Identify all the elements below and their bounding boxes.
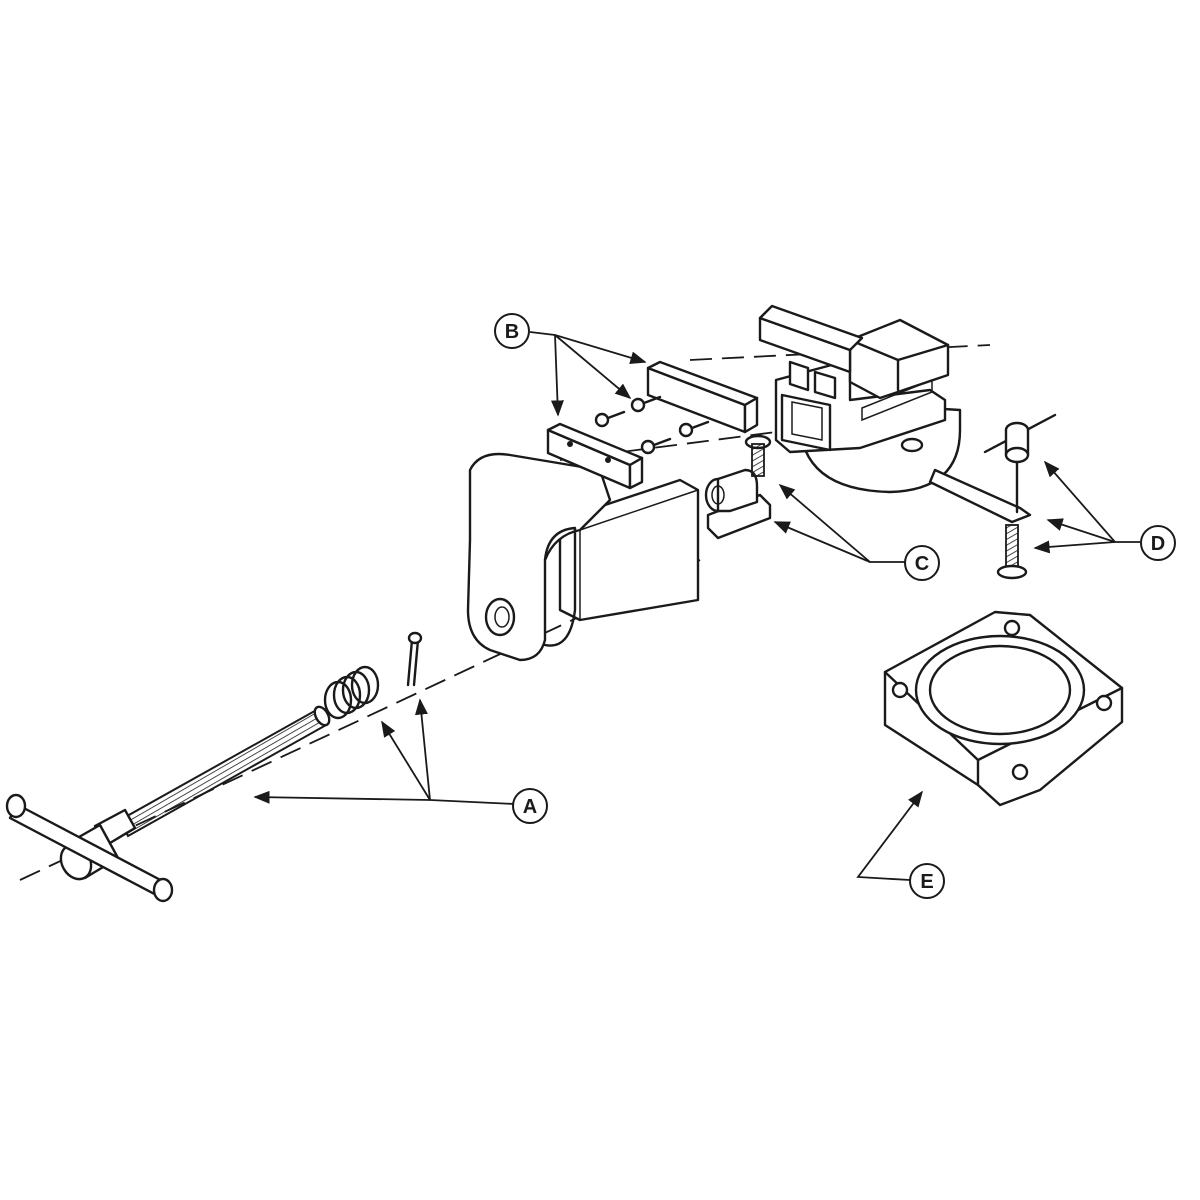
callout-B-label: B: [505, 321, 519, 343]
screw-handle-assembly: [5, 705, 331, 903]
lock-strap: [928, 468, 1032, 524]
callout-B: B: [494, 313, 530, 349]
callout-A-label: A: [523, 796, 537, 818]
leader-B-screws: [554, 334, 632, 400]
jaw-screws: [594, 395, 710, 455]
jaw-plate-rear: [646, 360, 759, 434]
callout-E: E: [909, 863, 945, 899]
lock-bolt: [996, 524, 1028, 580]
handle-knob-right: [152, 877, 174, 903]
callout-D: D: [1140, 525, 1176, 561]
swivel-base: [883, 610, 1124, 807]
leader-C-bracket: [773, 521, 871, 563]
nut-bracket: [704, 468, 772, 540]
leader-A-spring: [381, 720, 431, 801]
callout-D-label: D: [1151, 533, 1165, 555]
callout-C-label: C: [915, 553, 929, 575]
jaw-axis-line: [689, 344, 991, 361]
cotter-pin: [406, 631, 423, 687]
callout-A: A: [512, 788, 548, 824]
screw-bore: [484, 597, 516, 637]
leader-lines: [253, 331, 1140, 881]
leader-A-screw: [253, 790, 516, 805]
movable-jaw: [466, 452, 700, 662]
screw-thread: [118, 706, 330, 838]
leader-D-bolt: [1033, 540, 1116, 554]
leader-D-strap: [1046, 518, 1116, 543]
handle-knob-left: [5, 793, 27, 819]
vise-body: [758, 304, 1032, 524]
leader-D-handle: [1043, 460, 1140, 543]
leader-B-rear-plate: [529, 331, 647, 365]
callout-E-label: E: [920, 871, 933, 893]
jaw-plate-front: [546, 422, 644, 490]
swivel-ring-inner: [928, 644, 1072, 736]
slide-opening: [780, 393, 832, 452]
nut-bolt: [744, 434, 772, 477]
spring: [323, 665, 380, 720]
leader-A-pin: [415, 698, 431, 801]
leader-B-front-plate: [550, 334, 564, 417]
screw-tip: [313, 705, 331, 727]
lock-handle: [983, 413, 1057, 514]
callout-C: C: [904, 545, 940, 581]
leader-E-base: [856, 790, 923, 881]
